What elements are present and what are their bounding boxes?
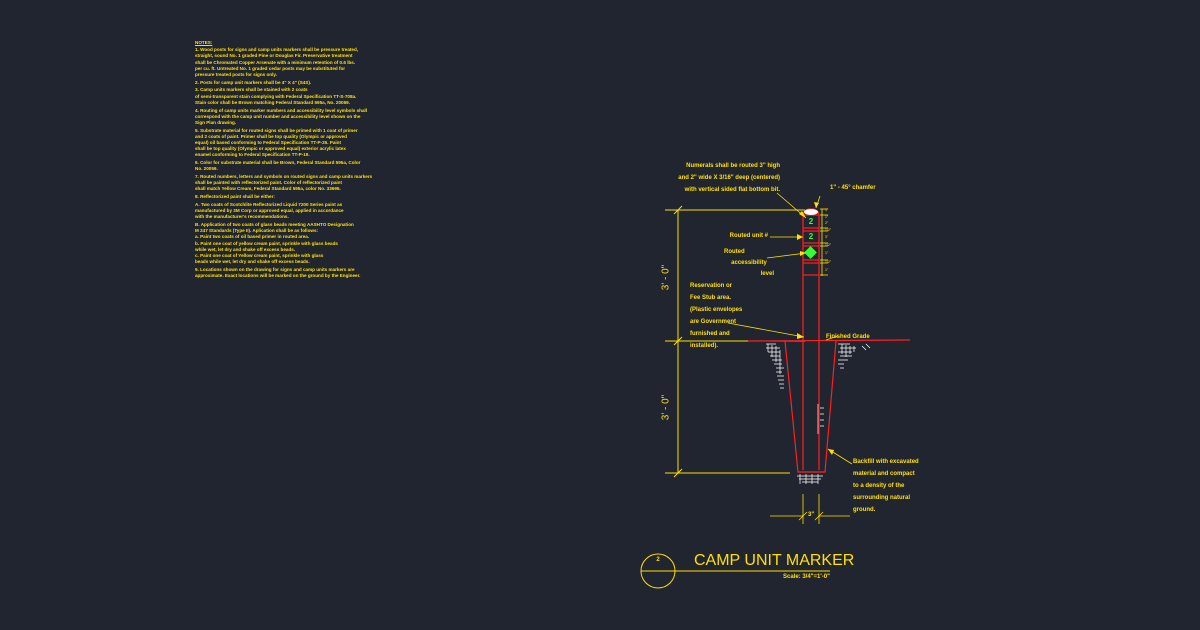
small-dim-label: 1" (825, 208, 829, 212)
notes-title: NOTES: (195, 40, 213, 45)
finished-grade-line (747, 339, 911, 342)
note-line: beads while wet, let dry and shake off e… (195, 259, 310, 265)
note-line: equal) oil based conforming to Federal S… (195, 140, 342, 146)
leader-arrows (797, 202, 834, 455)
note-line: enamel conforming to Federal Specificati… (195, 152, 310, 158)
reservation-line: (Plastic envelopes (690, 307, 743, 313)
soil-hatch (766, 343, 871, 484)
reservation-note: Reservation or Fee Stub area. (Plastic e… (690, 280, 742, 352)
routed-access-line: accessibility (731, 260, 767, 266)
backfill-line: material and compact (853, 471, 915, 477)
routed-access-line: Routed (724, 249, 745, 255)
post-chamfer-top (804, 209, 818, 215)
note-line: correspond with the camp unit number and… (195, 113, 361, 119)
marker-numeral-top: 2 (808, 217, 814, 226)
note-line: and 2 coats of paint. Primer shall be to… (195, 133, 347, 139)
small-dim-label: 1/2" (825, 260, 832, 264)
marker-detail-dims (820, 208, 828, 276)
numerals-note: Numerals shall be routed 3" high and 2" … (660, 160, 780, 196)
routed-access-line: level (760, 271, 774, 277)
reservation-line: Reservation or (690, 283, 733, 289)
drawing-title: CAMP UNIT MARKER (694, 552, 855, 569)
general-notes: NOTES: 1. Wood posts for signs and camp … (195, 40, 373, 279)
reservation-line: furnished and (690, 331, 730, 337)
note-line: b. Paint one coat of yellow cream paint,… (195, 240, 338, 246)
note-line: Sign Plan drawing. (195, 119, 237, 125)
small-dim-label: 2" (825, 221, 829, 225)
title-block (640, 553, 830, 589)
note-line: 6. Color for substrate material shall be… (195, 160, 361, 166)
detail-number: 2 (656, 557, 660, 563)
note-line: 2. Posts for camp unit markers shall be … (195, 79, 312, 85)
post-width-label: 3" (808, 512, 815, 518)
note-line: 1. Wood posts for signs and camp units m… (195, 47, 359, 53)
note-line: 9. Locations shown on the drawing for si… (195, 266, 355, 272)
backfill-note: Backfill with excavated material and com… (853, 456, 919, 516)
numerals-note-line: with vertical sided flat bottom bit. (684, 187, 780, 193)
width-dimension (770, 494, 850, 524)
backfill-line: Backfill with excavated (853, 459, 919, 465)
note-line: shall match Yellow Cream, Federal Standa… (195, 186, 341, 192)
note-line: approximate. Exact locations will be mar… (195, 273, 361, 279)
note-line: 7. Routed numbers, letters and symbols o… (195, 174, 373, 180)
backfill-line: ground. (853, 507, 876, 513)
drawing-scale: Scale: 3/4"=1'-0" (783, 574, 830, 580)
note-line: 3. Camp units markers shall be stained w… (195, 87, 308, 93)
note-line: a. Paint two coats of oil based primer i… (195, 234, 310, 240)
note-line: per cu. ft. Untreated No. 1 graded cedar… (195, 65, 346, 71)
finished-grade-label: Finished Grade (826, 334, 870, 340)
note-line: of semi-transparent stain complying with… (195, 93, 357, 99)
backfill-line: to a density of the (853, 483, 905, 489)
routed-unit-note: Routed unit # (729, 233, 768, 239)
reservation-line: installed). (690, 343, 719, 349)
note-line: 4. Routing of camp units marker numbers … (195, 107, 368, 113)
reservation-line: Fee Stub area. (690, 295, 732, 301)
small-dim-label: 1" (825, 215, 829, 219)
note-line: Stain color shall be Brown matching Fede… (195, 99, 350, 105)
note-line: with the manufacturer's recommendations. (195, 214, 289, 220)
note-line: shall be painted with reflectorized pain… (195, 180, 343, 186)
note-line: A. Two coats of Scotchlite Reflectorized… (195, 201, 343, 207)
note-line: 5. Substrate material for routed signs s… (195, 127, 358, 133)
note-line: shall be Chromated Copper Arsenate with … (195, 59, 356, 65)
notes-list: 1. Wood posts for signs and camp units m… (195, 47, 373, 279)
small-dim-label: 1" (825, 268, 829, 272)
note-line: shall be top quality (Olympic or approve… (195, 146, 346, 152)
chamfer-note: 1" - 45° chamfer (830, 185, 876, 191)
marker-numeral-bottom: 2 (808, 232, 814, 241)
note-line: c. Paint one coat of Yellow cream paint,… (195, 253, 324, 258)
accessibility-diamond-icon (804, 246, 817, 259)
note-line: manufactured by 3M Corp or approved equa… (195, 208, 344, 214)
upper-height-dimension-label: 3' - 0" (660, 264, 672, 291)
note-line: B. Application of two coats of glass bea… (195, 221, 354, 227)
excavation-outline (784, 340, 837, 473)
small-dim-label: 1/2" (825, 228, 832, 232)
numerals-note-line: and 2" wide X 3/16" deep (centered) (678, 175, 780, 181)
backfill-line: surrounding natural (853, 495, 910, 501)
note-line: straight, sound No. 1 graded Pine or Dou… (195, 53, 353, 59)
small-dim-label: 3" (825, 235, 829, 239)
small-dim-label: 1/2" (825, 243, 832, 247)
small-dim-label: 1" (825, 251, 829, 255)
numerals-note-line: Numerals shall be routed 3" high (686, 163, 780, 169)
note-line: while wet, let dry and shake off excess … (195, 246, 296, 252)
reservation-line: are Government (690, 319, 737, 325)
note-line: pressure treated posts for signs only. (195, 72, 277, 78)
note-line: No. 20059. (195, 166, 218, 172)
note-line: 8. Reflectorized paint shall be either: (195, 194, 275, 200)
lower-depth-dimension-label: 3' - 0" (660, 394, 672, 421)
note-line: M 247 Standards (Type II). Aplication sh… (195, 228, 319, 234)
routed-access-note: Routed accessibility level (724, 247, 774, 280)
